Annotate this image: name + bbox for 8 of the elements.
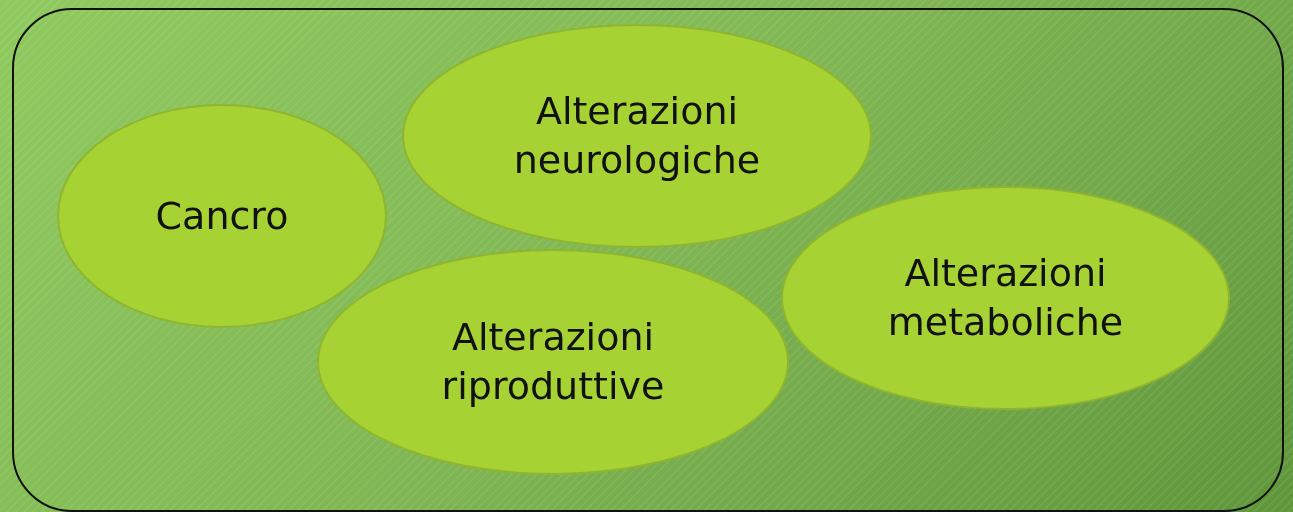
topic-ellipse — [317, 249, 789, 475]
topic-label: Alterazioni metaboliche — [886, 250, 1125, 346]
topic-label: Cancro — [155, 192, 289, 240]
topic-ellipse — [57, 104, 387, 328]
topic-ellipse — [781, 186, 1230, 410]
topic-label: Alterazioni neurologiche — [512, 88, 762, 184]
topic-ellipse — [402, 24, 872, 248]
topic-label: Alterazioni riproduttive — [440, 314, 666, 410]
